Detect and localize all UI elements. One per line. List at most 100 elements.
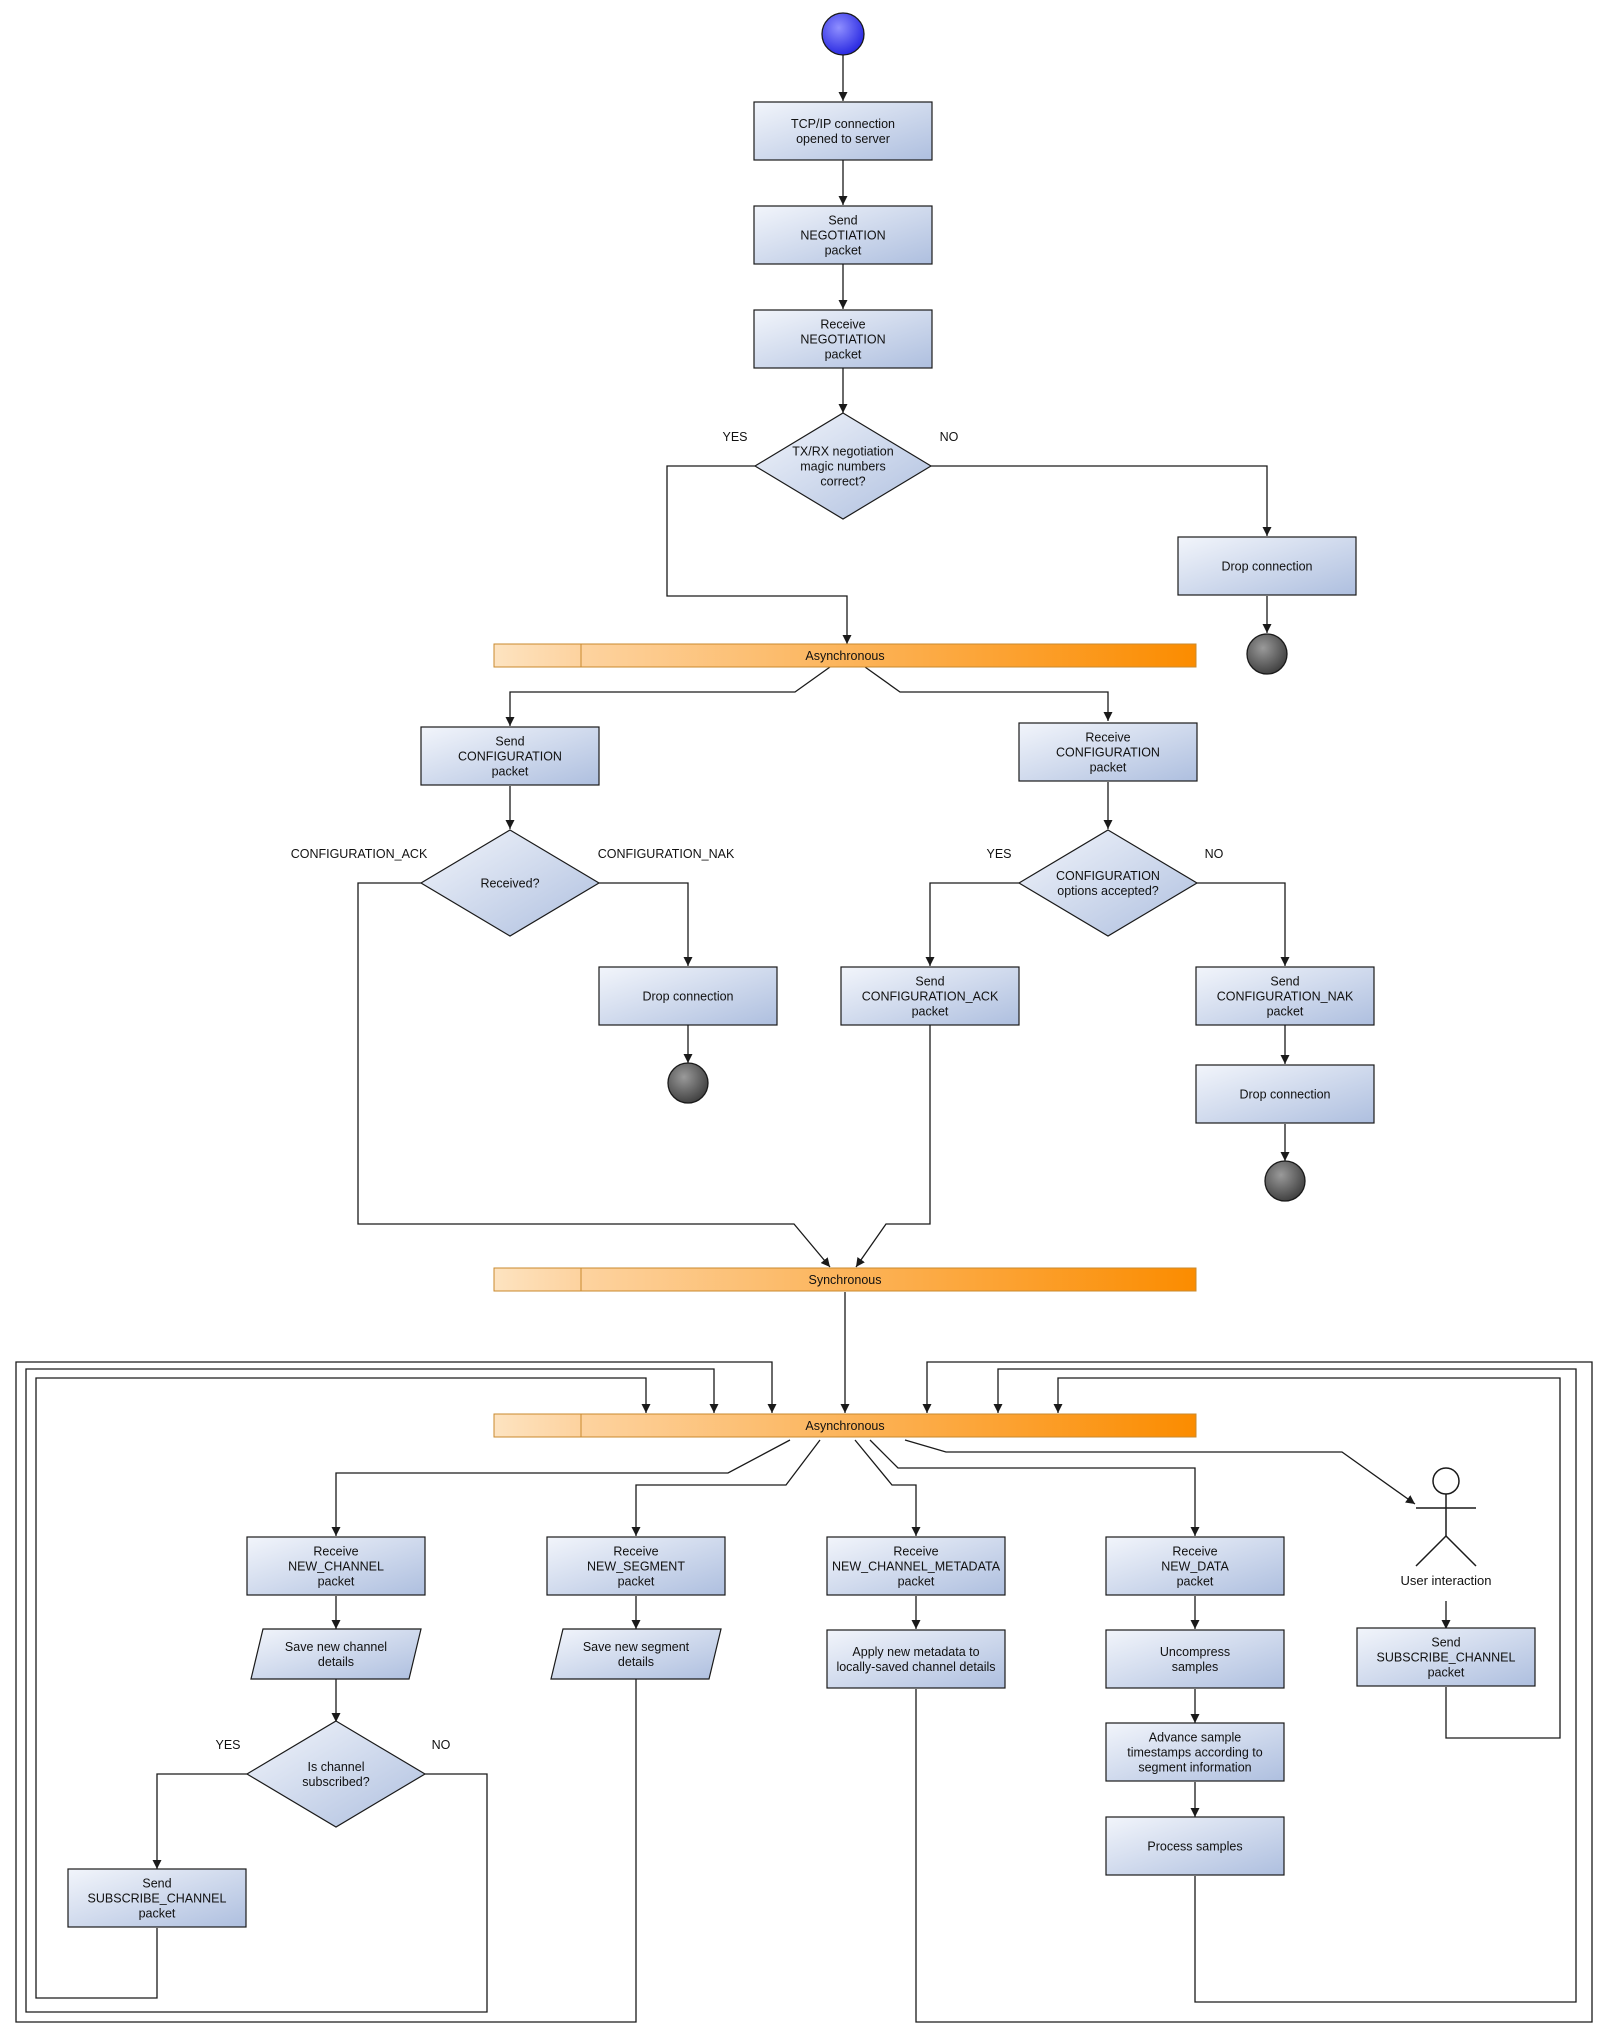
label-magic-no: NO xyxy=(940,430,959,444)
edge-async2-to-metadata xyxy=(854,1439,921,1536)
sync-bar: Synchronous xyxy=(493,1267,1197,1292)
node-label-line: Is channel xyxy=(308,1760,365,1774)
node-label-line: Receive xyxy=(313,1545,358,1559)
label-received-ack: CONFIGURATION_ACK xyxy=(291,847,428,861)
node-label-line: packet xyxy=(825,348,862,362)
node-label-line: NEW_CHANNEL xyxy=(288,1560,384,1574)
node-process-samples: Process samples xyxy=(1105,1816,1285,1876)
async-bar-2: Asynchronous xyxy=(493,1413,1197,1438)
loop-subscribed-no xyxy=(25,1368,719,2013)
node-shape xyxy=(1105,1536,1285,1596)
node-shape xyxy=(67,1868,247,1928)
node-label-line: packet xyxy=(1090,761,1127,775)
user-actor-icon xyxy=(1415,1467,1477,1567)
sync-bar-label: Synchronous xyxy=(809,1273,882,1287)
node-label-line: details xyxy=(318,1655,354,1669)
node-label-line: Receive xyxy=(613,1545,658,1559)
node-label-line: Receive xyxy=(820,318,865,332)
node-label-line: correct? xyxy=(820,475,865,489)
loop-send-subscribe-1 xyxy=(35,1377,651,1999)
node-label-line: packet xyxy=(825,244,862,258)
node-label-line: subscribed? xyxy=(302,1775,369,1789)
edges xyxy=(15,55,1593,2023)
node-shape xyxy=(245,1720,427,1828)
node-label-line: Save new segment xyxy=(583,1640,690,1654)
node-drop-3: Drop connection xyxy=(1195,1064,1375,1124)
node-label-line: CONFIGURATION xyxy=(1056,869,1160,883)
user-interaction-label: User interaction xyxy=(1400,1573,1491,1588)
node-label-line: samples xyxy=(1172,1660,1219,1674)
node-label-line: Uncompress xyxy=(1160,1645,1230,1659)
node-label-line: Drop connection xyxy=(1239,1088,1330,1102)
node-shape xyxy=(826,1629,1006,1689)
node-label-line: NEGOTIATION xyxy=(800,229,885,243)
node-label-line: SUBSCRIBE_CHANNEL xyxy=(88,1892,227,1906)
node-label-line: Receive xyxy=(1172,1545,1217,1559)
node-label-line: packet xyxy=(318,1575,355,1589)
label-options-no: NO xyxy=(1205,847,1224,861)
edge-options-yes xyxy=(925,882,1019,966)
node-shape xyxy=(840,966,1020,1026)
node-label-line: packet xyxy=(1177,1575,1214,1589)
node-label-line: CONFIGURATION xyxy=(458,750,562,764)
node-shape xyxy=(420,726,600,786)
node-shape xyxy=(546,1536,726,1596)
node-shape xyxy=(753,309,933,369)
node-shape xyxy=(826,1536,1006,1596)
node-label-line: packet xyxy=(618,1575,655,1589)
node-label-line: timestamps according to xyxy=(1127,1746,1263,1760)
loop-process-samples xyxy=(993,1368,1577,2003)
start-node xyxy=(821,12,865,56)
node-label-line: packet xyxy=(139,1907,176,1921)
node-shape xyxy=(598,966,778,1026)
label-received-nak: CONFIGURATION_NAK xyxy=(598,847,735,861)
node-shape xyxy=(753,412,933,520)
node-label-line: SUBSCRIBE_CHANNEL xyxy=(1377,1651,1516,1665)
edge-received-ack xyxy=(357,882,831,1268)
edge-async2-to-new-data xyxy=(869,1439,1200,1536)
edge-options-no xyxy=(1197,882,1290,966)
node-label-line: NEW_SEGMENT xyxy=(587,1560,685,1574)
node-label-line: segment information xyxy=(1138,1761,1251,1775)
node-label-line: Drop connection xyxy=(642,990,733,1004)
node-label-line: Send xyxy=(828,214,857,228)
edge-magic-no xyxy=(931,465,1272,536)
node-shape xyxy=(753,101,933,161)
end-node-3 xyxy=(1264,1160,1306,1202)
node-shape xyxy=(1105,1629,1285,1689)
end-node-1 xyxy=(1246,633,1288,675)
label-magic-yes: YES xyxy=(722,430,747,444)
edge-async2-to-new-segment xyxy=(631,1439,821,1536)
node-shape xyxy=(1017,829,1199,937)
node-label-line: Send xyxy=(142,1877,171,1891)
node-shape xyxy=(419,829,601,937)
node-shape xyxy=(1356,1627,1536,1687)
node-label-line: locally-saved channel details xyxy=(836,1660,995,1674)
node-shape xyxy=(1018,722,1198,782)
node-label-line: CONFIGURATION xyxy=(1056,746,1160,760)
node-label-line: opened to server xyxy=(796,132,890,146)
node-label-line: NEW_DATA xyxy=(1161,1560,1229,1574)
node-label-line: details xyxy=(618,1655,654,1669)
node-label-line: Process samples xyxy=(1147,1840,1242,1854)
node-shape xyxy=(753,205,933,265)
node-shape xyxy=(1105,1816,1285,1876)
node-label-line: NEW_CHANNEL_METADATA xyxy=(832,1560,1001,1574)
